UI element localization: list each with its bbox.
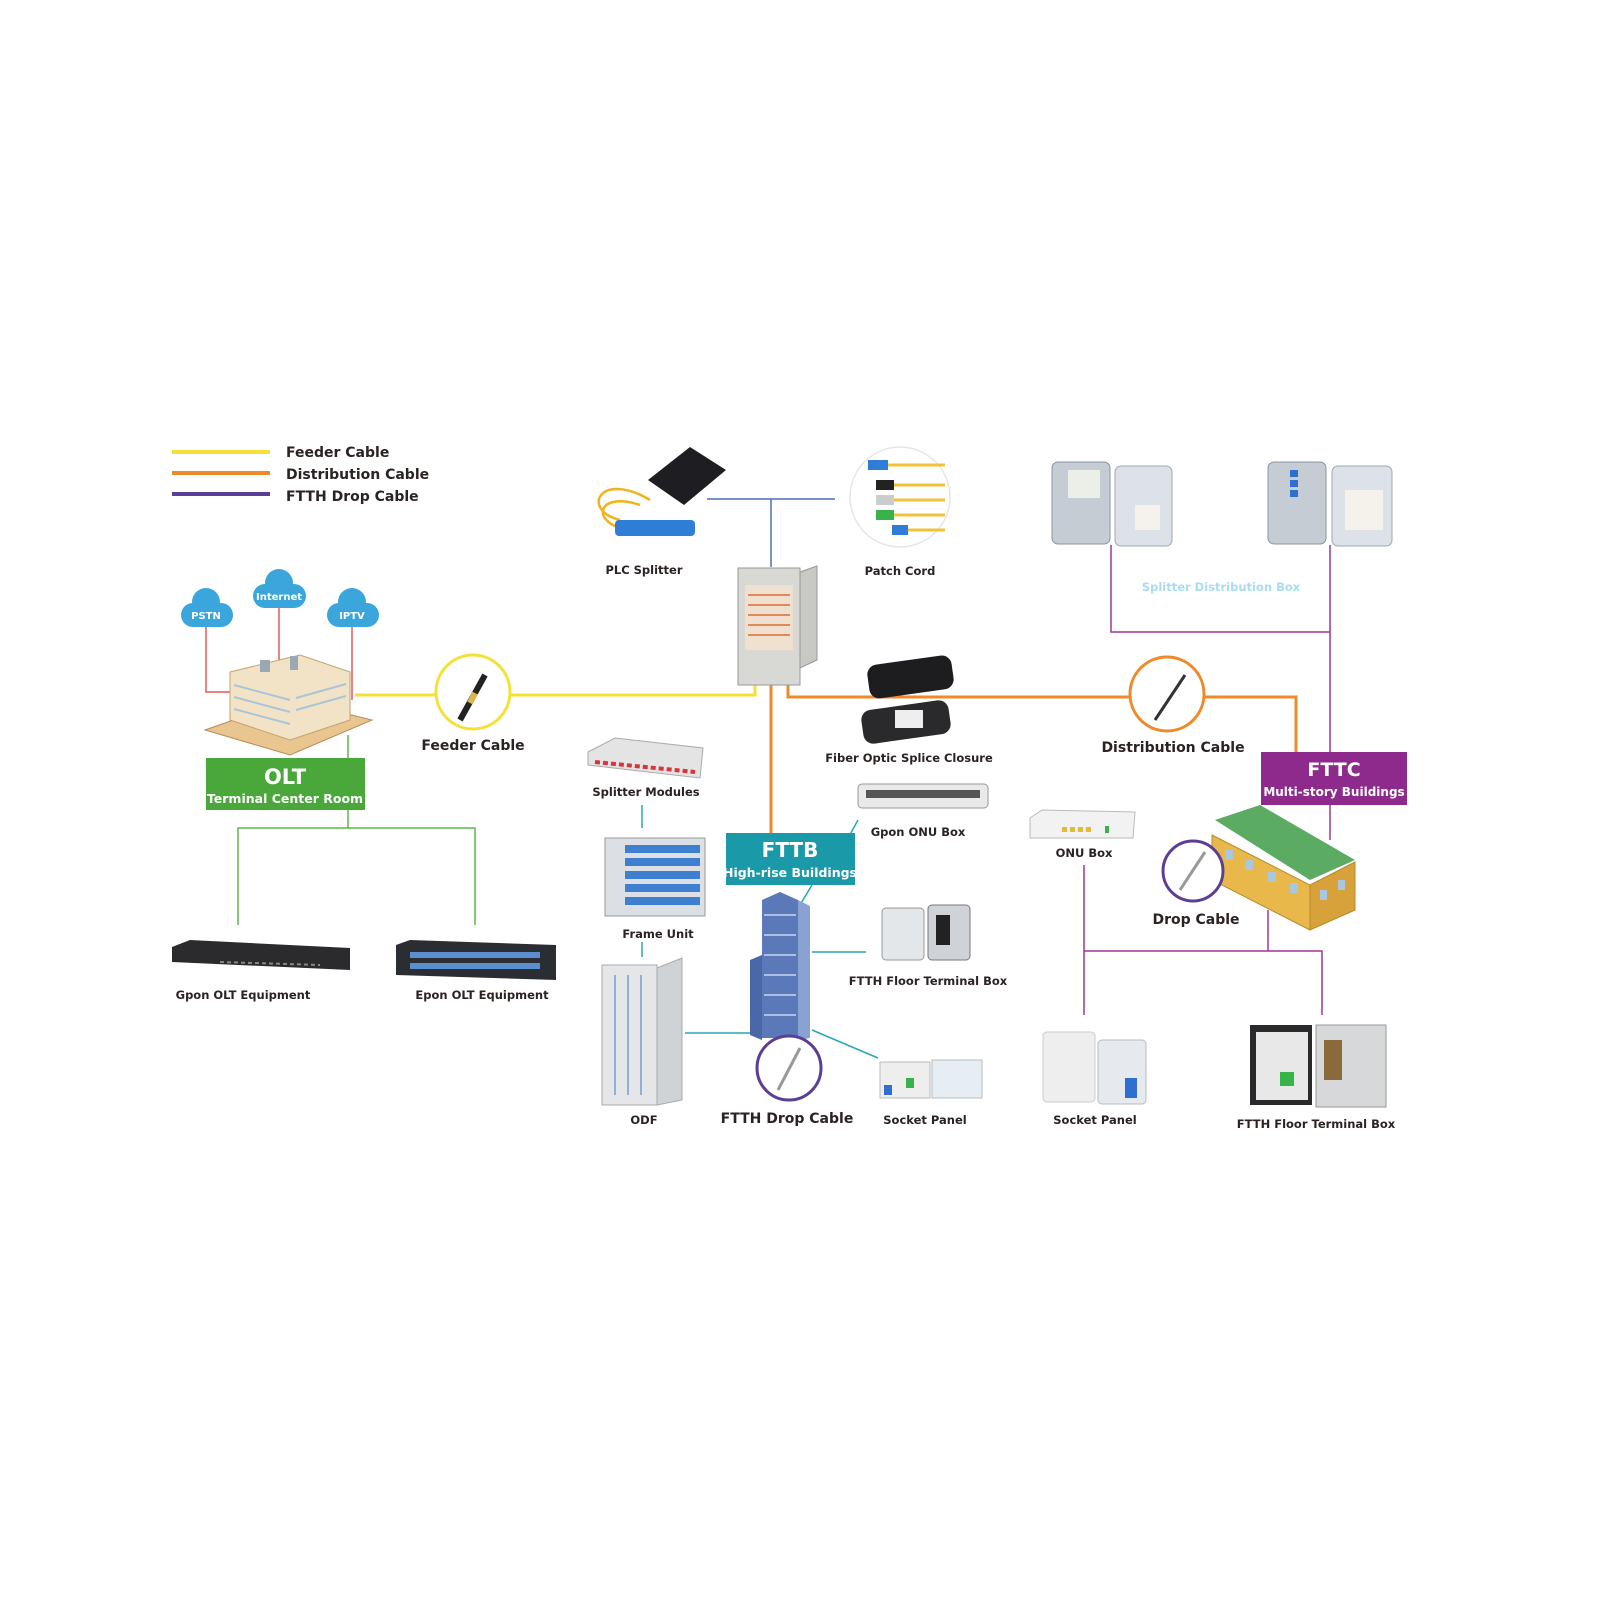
- fttb-subtitle: High-rise Buildings: [723, 865, 857, 880]
- frame-unit-image: [604, 837, 706, 917]
- cloud-internet: Internet: [253, 569, 306, 608]
- onu-box-image: [1029, 809, 1136, 839]
- fttc-box: FTTC Multi-story Buildings: [1261, 752, 1407, 805]
- olt-box: OLT Terminal Center Room: [206, 758, 365, 810]
- feeder-cable-line: [355, 685, 757, 697]
- legend-distribution-label: Distribution Cable: [286, 467, 429, 483]
- odf-label: ODF: [630, 1113, 657, 1127]
- fiber-optic-splice-closure-image: [861, 655, 954, 744]
- high-rise-building-image: [750, 892, 810, 1040]
- onu-box-label: ONU Box: [1056, 846, 1113, 860]
- legend: Feeder Cable Distribution Cable FTTH Dro…: [172, 445, 429, 505]
- epon-olt-equipment-image: [396, 940, 556, 980]
- patch-cord-label: Patch Cord: [865, 564, 936, 578]
- fttb-title: FTTB: [762, 838, 819, 862]
- service-links: [205, 605, 353, 700]
- frame-unit-label: Frame Unit: [622, 927, 694, 941]
- olt-building-image: [203, 654, 374, 756]
- feeder-cable-icon: [434, 653, 512, 731]
- plc-link: [707, 498, 835, 567]
- fiber-optic-splice-closure-label: Fiber Optic Splice Closure: [825, 751, 993, 765]
- sdb-links: [1110, 545, 1331, 840]
- olt-equipment-links: [237, 735, 476, 925]
- socket-panel-image: [879, 1059, 983, 1099]
- fttc-subtitle: Multi-story Buildings: [1263, 785, 1404, 799]
- distribution-cable-label: Distribution Cable: [1101, 740, 1244, 756]
- gpon-onu-box-label: Gpon ONU Box: [871, 825, 966, 839]
- plc-splitter-label: PLC Splitter: [605, 563, 682, 577]
- ftth-floor-terminal-box-label: FTTH Floor Terminal Box: [849, 974, 1008, 988]
- fiber-cabinet-image: [737, 565, 818, 686]
- fttc-links: [1083, 865, 1323, 1015]
- ftth-floor-terminal-box-2-image: [1250, 1024, 1387, 1108]
- odf-image: [601, 957, 683, 1106]
- legend-drop-label: FTTH Drop Cable: [286, 489, 419, 505]
- splitter-modules-label: Splitter Modules: [592, 785, 699, 799]
- distribution-cable-icon: [1128, 655, 1206, 733]
- cloud-pstn: PSTN: [181, 588, 233, 627]
- ftth-floor-terminal-box-image: [881, 904, 971, 961]
- multi-story-building-image: [1211, 805, 1356, 931]
- cloud-pstn-label: PSTN: [191, 611, 221, 622]
- legend-feeder-label: Feeder Cable: [286, 445, 389, 461]
- gpon-olt-equipment-label: Gpon OLT Equipment: [176, 988, 311, 1002]
- gpon-onu-box-image: [857, 783, 989, 809]
- drop-cable-icon: [1161, 839, 1225, 903]
- patch-cord-image: [849, 446, 951, 548]
- splitter-distribution-box-1-image: [1051, 461, 1173, 547]
- olt-subtitle: Terminal Center Room: [207, 791, 363, 806]
- feeder-cable-label: Feeder Cable: [421, 738, 524, 754]
- splitter-distribution-box-2-image: [1267, 461, 1393, 547]
- olt-title: OLT: [264, 765, 307, 789]
- ftth-drop-cable-label: FTTH Drop Cable: [721, 1111, 854, 1127]
- gpon-olt-equipment-image: [172, 940, 350, 970]
- ftth-floor-terminal-box-2-label: FTTH Floor Terminal Box: [1237, 1117, 1396, 1131]
- splitter-modules-image: [587, 737, 704, 779]
- plc-splitter-image: [597, 447, 726, 536]
- socket-panel-2-label: Socket Panel: [1053, 1113, 1136, 1127]
- drop-cable-label: Drop Cable: [1152, 912, 1239, 928]
- fttb-box: FTTB High-rise Buildings: [723, 833, 857, 885]
- pstn-link: [205, 625, 232, 693]
- socket-panel-label: Socket Panel: [883, 1113, 966, 1127]
- socket-panel-2-image: [1042, 1031, 1147, 1105]
- cloud-iptv-label: IPTV: [339, 611, 365, 622]
- epon-olt-equipment-label: Epon OLT Equipment: [415, 988, 549, 1002]
- fttc-title: FTTC: [1307, 759, 1360, 781]
- ftth-drop-cable-icon: [755, 1034, 823, 1102]
- splitter-distribution-box-label: Splitter Distribution Box: [1142, 580, 1301, 594]
- cloud-iptv: IPTV: [327, 588, 379, 627]
- cloud-internet-label: Internet: [256, 592, 302, 603]
- distribution-cable-line: [769, 685, 1298, 835]
